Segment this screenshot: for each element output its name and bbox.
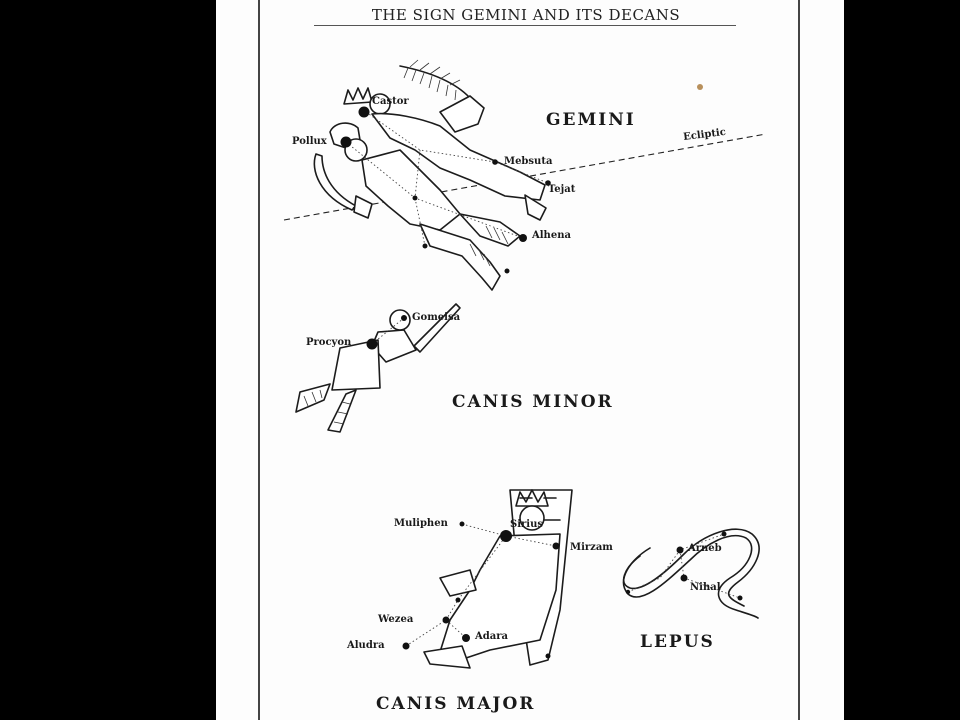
canis-major-feet [423, 645, 471, 669]
canis-major-crown [515, 489, 549, 507]
star-mebsuta-dot [492, 159, 498, 165]
star-castor-dot [358, 106, 370, 118]
gemini-twins-figure [313, 59, 549, 291]
star-adara-dot [462, 634, 470, 642]
paper-speck [697, 84, 703, 90]
pollux-sword [313, 153, 357, 211]
label-arneb: Arneb [688, 543, 722, 554]
label-canis-minor: CANIS MINOR [452, 392, 614, 412]
plate-frame [258, 0, 800, 720]
label-aludra: Aludra [347, 640, 385, 651]
label-alhena: Alhena [532, 230, 571, 241]
pollux-leg [419, 223, 501, 291]
star-nihal-dot [680, 574, 688, 582]
label-mebsuta: Mebsuta [504, 156, 553, 167]
canis-minor-dagger [413, 303, 461, 353]
label-pollux: Pollux [292, 136, 327, 147]
label-gomeisa: Gomeisa [412, 312, 461, 323]
star-lepus-minor-3 [625, 589, 631, 595]
canis-minor-leg-1 [295, 383, 331, 413]
star-canis-major-minor-2 [545, 653, 551, 659]
star-lepus-minor-1 [721, 531, 727, 537]
star-procyon-dot [366, 338, 378, 350]
star-tejat-dot [545, 180, 551, 186]
canis-major-figure [405, 489, 573, 669]
label-lepus: LEPUS [640, 632, 715, 652]
star-wezea-dot [442, 616, 450, 624]
star-gemini-minor-1 [412, 195, 418, 201]
star-gomeisa-dot [401, 315, 407, 321]
star-gemini-minor-2 [422, 243, 428, 249]
label-castor: Castor [372, 96, 409, 107]
castor-arm [439, 95, 485, 133]
star-muliphen-dot [459, 521, 465, 527]
pollux-tunic [361, 149, 461, 231]
castor-foot [524, 194, 547, 221]
star-pollux-dot [340, 136, 352, 148]
canis-major-head [519, 505, 545, 531]
label-gemini: GEMINI [546, 110, 636, 130]
canis-minor-leg-2 [327, 389, 357, 433]
label-canis-major: CANIS MAJOR [376, 694, 536, 714]
pollux-hand [353, 195, 373, 219]
star-canis-major-minor [455, 597, 461, 603]
castor-crown [343, 87, 373, 105]
star-lepus-minor-2 [737, 595, 743, 601]
label-tejat: Tejat [548, 184, 576, 195]
label-procyon: Procyon [306, 337, 352, 348]
lepus-body-inner [622, 528, 760, 607]
label-mirzam: Mirzam [570, 542, 613, 553]
label-wezea: Wezea [378, 614, 414, 625]
castor-robe [371, 112, 546, 201]
canis-minor-figure [295, 303, 461, 433]
plate-title: THE SIGN GEMINI AND ITS DECANS [371, 6, 681, 24]
star-alhena-dot [519, 234, 527, 242]
canis-major-hand [439, 569, 477, 597]
star-gemini-minor-3 [504, 268, 510, 274]
label-sirius: Sirius [510, 519, 543, 530]
label-muliphen: Muliphen [394, 518, 448, 529]
canis-minor-tunic [331, 339, 381, 391]
canis-minor-head [389, 309, 411, 331]
label-adara: Adara [475, 631, 508, 642]
title-underline [314, 25, 736, 26]
star-arneb-dot [676, 546, 684, 554]
star-aludra-dot [402, 642, 410, 650]
star-sirius-dot [500, 530, 512, 542]
label-nihal: Nihal [690, 582, 721, 593]
star-mirzam-dot [552, 542, 560, 550]
